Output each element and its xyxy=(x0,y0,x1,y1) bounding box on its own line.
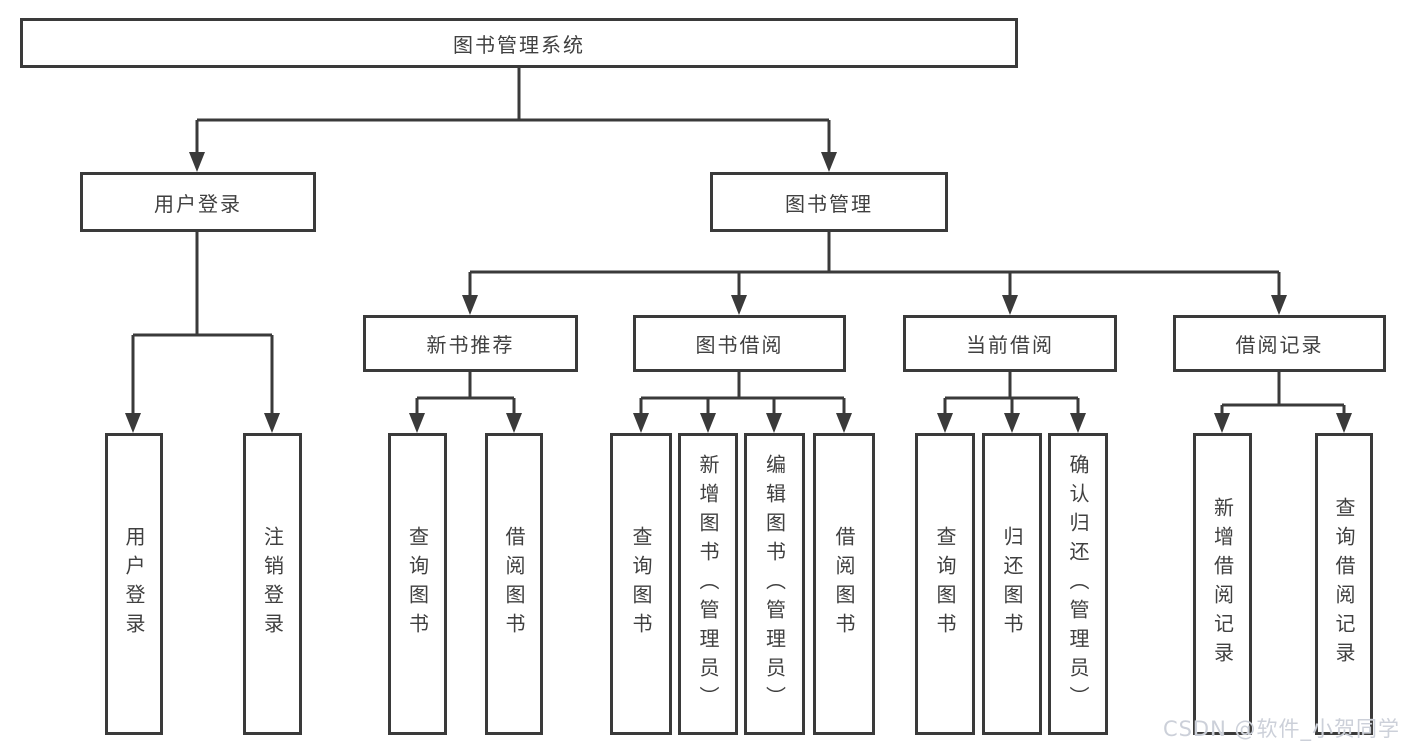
leaf-borrow-books-1: 借阅图书 xyxy=(485,433,543,735)
leaf-logout: 注销登录 xyxy=(243,433,302,735)
leaf-query-books-2: 查询图书 xyxy=(610,433,672,735)
leaf-confirm-return-admin: 确认归还（管理员） xyxy=(1048,433,1108,735)
node-current-borrowing: 当前借阅 xyxy=(903,315,1117,372)
leaf-return-books: 归还图书 xyxy=(982,433,1042,735)
leaf-user-login: 用户登录 xyxy=(105,433,163,735)
leaf-borrow-books-2: 借阅图书 xyxy=(813,433,875,735)
leaf-add-borrow-record: 新增借阅记录 xyxy=(1193,433,1252,735)
node-book-management: 图书管理 xyxy=(710,172,948,232)
leaf-query-borrow-record: 查询借阅记录 xyxy=(1315,433,1373,735)
node-user-login: 用户登录 xyxy=(80,172,316,232)
leaf-query-books-3: 查询图书 xyxy=(915,433,975,735)
leaf-query-books-1: 查询图书 xyxy=(388,433,447,735)
node-book-borrowing: 图书借阅 xyxy=(633,315,846,372)
leaf-add-books-admin: 新增图书（管理员） xyxy=(678,433,738,735)
csdn-watermark: CSDN @软件_小贺同学 xyxy=(1162,717,1400,741)
node-borrow-records: 借阅记录 xyxy=(1173,315,1386,372)
leaf-edit-books-admin: 编辑图书（管理员） xyxy=(744,433,805,735)
node-library-system: 图书管理系统 xyxy=(20,18,1018,68)
node-new-book-recommend: 新书推荐 xyxy=(363,315,578,372)
